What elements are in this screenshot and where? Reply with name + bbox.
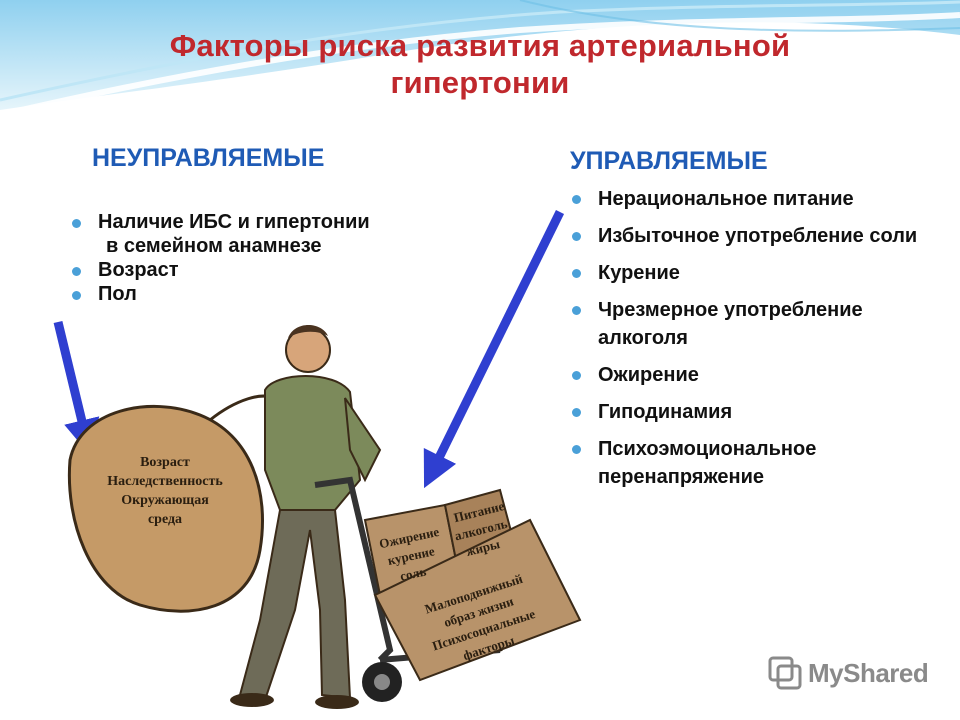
sack-text-line: Возраст [140, 455, 190, 470]
list-item: Ожирение [572, 361, 957, 389]
myshared-logo-icon [768, 656, 802, 690]
sack-text-line: среда [148, 512, 182, 527]
title-line-1: Факторы риска развития артериальной [169, 28, 791, 63]
list-item: Наличие ИБС и гипертонии в семейном анам… [72, 210, 492, 258]
watermark-text: MyShared [808, 657, 929, 688]
sack-text-line: Наследственность [107, 474, 223, 489]
illustration-man-with-sack-and-cart: Возраст Наследственность Окружающая сред… [67, 325, 582, 709]
header-banner [0, 0, 960, 118]
list-item-continuation: в семейном анамнезе [106, 235, 322, 257]
list-item: Гиподинамия [572, 398, 957, 426]
managed-factors-list: Нерациональное питание Избыточное употре… [572, 185, 957, 500]
list-item-text: Наличие ИБС и гипертонии [98, 211, 370, 233]
list-item: Пол [72, 282, 492, 306]
list-item: Возраст [72, 258, 492, 282]
list-item: Нерациональное питание [572, 185, 957, 213]
list-item: Чрезмерное употребление алкоголя [572, 296, 957, 352]
box-text-line: соль [399, 564, 428, 584]
myshared-watermark: MyShared [768, 656, 929, 690]
managed-heading: УПРАВЛЯЕМЫЕ [570, 147, 768, 175]
list-item: Избыточное употребление соли [572, 222, 957, 250]
list-item: Курение [572, 259, 957, 287]
title-line-2: гипертонии [390, 65, 570, 100]
slide-title: Факторы риска развития артериальной гипе… [40, 27, 920, 101]
list-item: Психоэмоциональное перенапряжение [572, 435, 957, 491]
unmanaged-factors-list: Наличие ИБС и гипертонии в семейном анам… [72, 210, 492, 306]
sack-text-line: Окружающая [121, 493, 209, 508]
unmanaged-heading: НЕУПРАВЛЯЕМЫЕ [92, 144, 325, 172]
